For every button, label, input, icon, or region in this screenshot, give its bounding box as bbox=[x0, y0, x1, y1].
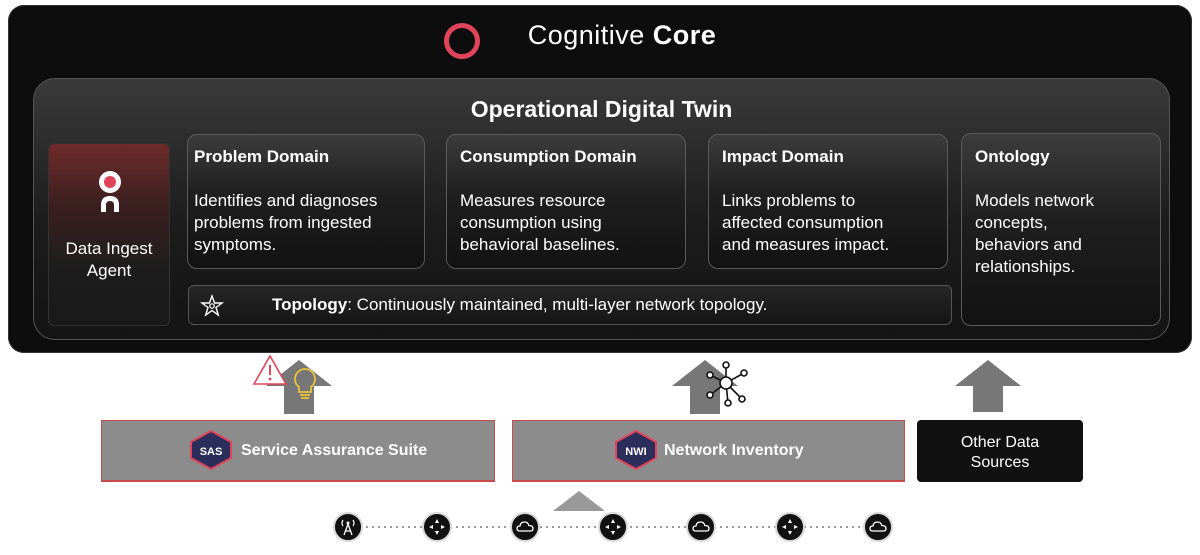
topology-label: Topology bbox=[272, 295, 348, 314]
cloud-node-2 bbox=[686, 512, 716, 542]
consumption-domain-card bbox=[446, 134, 686, 269]
lightbulb-icon bbox=[294, 368, 316, 399]
problem-domain-body: Identifies and diagnoses problems from i… bbox=[194, 191, 378, 254]
router-icon bbox=[429, 519, 445, 535]
impact-domain-card bbox=[708, 134, 948, 269]
person-icon bbox=[99, 171, 121, 212]
svg-text:NWI: NWI bbox=[625, 446, 646, 458]
sas-badge-icon: SAS bbox=[190, 430, 232, 470]
agent-label-line1: Data Ingest bbox=[65, 239, 153, 258]
core-title-bold: Core bbox=[652, 20, 717, 50]
cloud-icon bbox=[869, 521, 887, 532]
collector-triangle bbox=[553, 491, 605, 511]
cloud-icon bbox=[516, 521, 534, 532]
other-data-sources-box bbox=[917, 420, 1083, 482]
consumption-domain-title: Consumption Domain bbox=[460, 147, 637, 166]
up-arrow-other bbox=[955, 360, 1021, 412]
core-title-prefix: Cognitive bbox=[527, 20, 645, 50]
service-assurance-suite-label: Service Assurance Suite bbox=[241, 442, 428, 459]
service-assurance-suite-box bbox=[101, 420, 495, 482]
topology-description: : Continuously maintained, multi-layer n… bbox=[347, 295, 768, 314]
router-icon bbox=[782, 519, 798, 535]
antenna-node bbox=[333, 512, 363, 542]
topology-icon bbox=[200, 294, 224, 317]
network-inventory-label: Network Inventory bbox=[664, 442, 804, 459]
router-node-1 bbox=[422, 512, 452, 542]
ontology-body: Models network concepts, behaviors and r… bbox=[975, 191, 1095, 276]
cognitive-core-logo-icon bbox=[444, 23, 480, 59]
network-inventory-box bbox=[512, 420, 905, 482]
consumption-domain-body: Measures resource consumption using beha… bbox=[460, 191, 620, 254]
svg-text:SAS: SAS bbox=[200, 446, 223, 458]
cloud-node-3 bbox=[863, 512, 893, 542]
ontology-card bbox=[961, 133, 1161, 326]
core-title: Cognitive Core bbox=[0, 20, 1200, 51]
problem-domain-title: Problem Domain bbox=[194, 147, 330, 166]
topology-text: Topology: Continuously maintained, multi… bbox=[272, 295, 767, 315]
cloud-node-1 bbox=[510, 512, 540, 542]
problem-domain-card bbox=[187, 134, 425, 269]
warning-icon bbox=[252, 354, 288, 385]
router-icon bbox=[605, 519, 621, 535]
antenna-icon bbox=[341, 519, 355, 536]
router-node-2 bbox=[598, 512, 628, 542]
data-ingest-agent-label: Data Ingest Agent bbox=[48, 238, 170, 282]
network-hub-icon bbox=[706, 361, 748, 407]
router-node-3 bbox=[775, 512, 805, 542]
impact-domain-body: Links problems to affected consumption a… bbox=[722, 191, 890, 254]
agent-label-line2: Agent bbox=[86, 261, 132, 280]
nwi-badge-icon: NWI bbox=[615, 430, 657, 470]
topology-bar bbox=[188, 285, 952, 325]
cloud-icon bbox=[692, 521, 710, 532]
impact-domain-title: Impact Domain bbox=[722, 147, 844, 166]
other-data-sources-label: Other Data Sources bbox=[960, 434, 1040, 471]
up-arrow-nwi bbox=[672, 360, 738, 414]
ontology-title: Ontology bbox=[975, 147, 1050, 166]
digital-twin-title: Operational Digital Twin bbox=[470, 96, 733, 122]
